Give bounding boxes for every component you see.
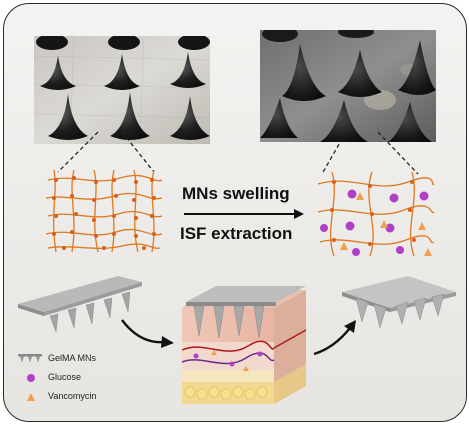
hydrogel-network-dense [44,168,164,254]
process-label-extraction: ISF extraction [180,224,293,243]
glucose-dot-icon [27,374,35,382]
process-label-swelling: MNs swelling [182,184,290,203]
figure-panel: MNs swelling ISF extraction [3,3,467,422]
sem-image-after-swelling [260,30,436,142]
legend-item-gelma: GelMA MNs [18,352,148,366]
microneedle-icon [18,354,42,363]
legend-label-vancomycin: Vancomycin [48,391,97,401]
legend-label-gelma: GelMA MNs [48,353,97,363]
vancomycin-triangle-icon [27,393,35,401]
microneedle-patch-right [342,276,456,329]
legend: GelMA MNs Glucose Vancomycin [18,352,148,408]
zoom-guide-lines [57,131,419,175]
legend-item-vancomycin: Vancomycin [18,390,148,404]
skin-tissue-block [181,286,307,404]
sem-image-before-swelling [34,36,210,144]
right-arrow-icon [184,209,304,219]
hydrogel-network-swollen [316,170,436,258]
curved-arrows [121,319,356,356]
legend-label-glucose: Glucose [48,372,82,382]
legend-item-glucose: Glucose [18,371,148,385]
microneedle-patch-left [18,276,142,333]
